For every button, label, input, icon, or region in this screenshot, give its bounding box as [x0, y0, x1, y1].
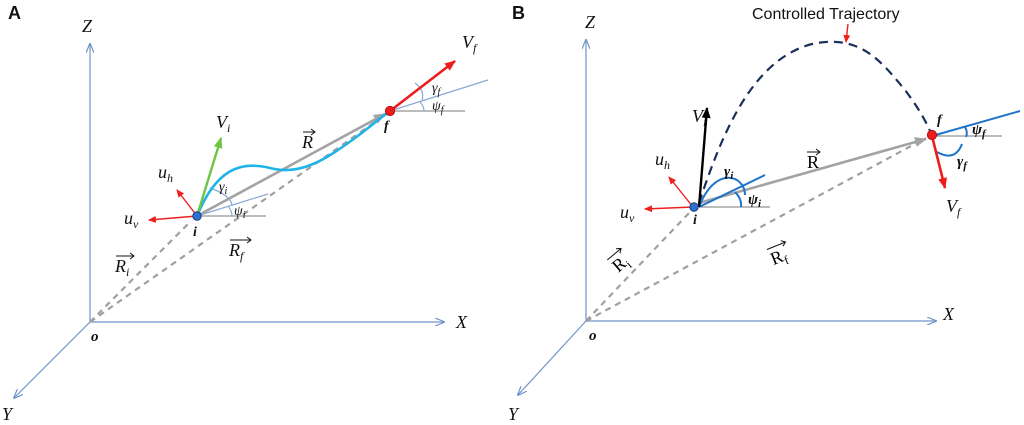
- gamma-f-arc: [936, 143, 963, 157]
- rf-label-group: Rf: [766, 240, 791, 271]
- origin-label: o: [91, 329, 99, 345]
- point-i: [192, 211, 202, 221]
- trajectory-curve: [195, 109, 391, 217]
- vf-label: Vf: [946, 196, 962, 219]
- ri-vector: [89, 221, 191, 323]
- r-label: R: [301, 132, 313, 152]
- gamma-i-arc: [209, 187, 233, 206]
- vi-label: Vi: [216, 112, 230, 135]
- gamma-i-arc: [698, 176, 746, 208]
- r-label: R: [807, 152, 819, 172]
- ri-label-group: Ri: [606, 247, 635, 278]
- gamma-i-label: γi: [219, 180, 228, 197]
- psi-i-label: ψi: [234, 204, 246, 221]
- r-arrow-icon: [807, 148, 821, 156]
- gamma-f-reference: [389, 79, 489, 112]
- controlled-trajectory: [697, 40, 934, 204]
- rf-label: Rf: [767, 244, 790, 271]
- point-i-label: i: [693, 213, 697, 228]
- vf-label: Vf: [462, 32, 478, 55]
- gamma-i-label: γi: [724, 164, 734, 182]
- x-axis-label: X: [942, 304, 955, 324]
- controlled-trajectory-label: Controlled Trajectory: [752, 6, 900, 23]
- rf-arrow-icon: [230, 236, 252, 244]
- y-axis-label: Y: [2, 404, 14, 424]
- y-axis-label: Y: [508, 404, 520, 424]
- origin-label: o: [589, 328, 597, 344]
- x-axis-label: X: [455, 312, 468, 332]
- uh-label: uh: [158, 162, 173, 185]
- ri-vector: [585, 211, 691, 322]
- uv-label: uv: [620, 202, 635, 225]
- rf-vector: [585, 137, 927, 322]
- f-heading-line: [931, 110, 1021, 137]
- z-axis-label: Z: [585, 12, 596, 32]
- panel-b-label: B: [512, 3, 525, 23]
- ri-label: Ri: [608, 250, 635, 278]
- ri-arrow-icon: [606, 247, 622, 261]
- point-f: [384, 105, 396, 117]
- vf-vector: [930, 135, 947, 189]
- vi-label: Vi: [692, 106, 706, 129]
- rf-arrow-icon: [766, 240, 787, 250]
- rf-label: Rf: [228, 240, 245, 263]
- panel-a: A Z X Y o i: [2, 3, 489, 424]
- psi-f-label: ψf: [432, 99, 445, 116]
- point-i: [689, 202, 699, 212]
- vi-vector: [195, 137, 223, 217]
- point-f-label: f: [937, 113, 943, 128]
- ri-arrow-icon: [116, 252, 135, 260]
- r-vector: [698, 137, 927, 205]
- gamma-i-reference: [196, 193, 269, 217]
- gamma-f-label: γf: [432, 81, 442, 98]
- uh-vector: [176, 189, 198, 217]
- r-arrow-icon: [303, 128, 316, 136]
- uv-vector: [148, 215, 198, 223]
- vi-vector: [697, 107, 711, 208]
- point-f: [926, 129, 938, 141]
- psi-i-label: ψi: [748, 192, 762, 210]
- ri-label: Ri: [114, 256, 129, 279]
- psi-f-arc: [419, 101, 425, 112]
- rf-vector: [89, 116, 383, 323]
- y-axis: [14, 321, 91, 398]
- psi-i-arc: [227, 205, 233, 217]
- uv-label: uv: [124, 208, 139, 231]
- psi-f-label: ψf: [972, 122, 987, 140]
- gamma-f-arc: [414, 82, 424, 102]
- point-f-label: f: [384, 119, 390, 134]
- gamma-f-label: γf: [957, 154, 968, 172]
- uh-label: uh: [655, 149, 670, 172]
- uh-vector: [668, 176, 694, 208]
- z-axis-label: Z: [82, 16, 93, 36]
- uv-vector: [644, 205, 694, 213]
- panel-b: B Z X Y o Controlled Trajectory: [508, 3, 1021, 424]
- gamma-i-reference: [698, 174, 766, 208]
- point-i-label: i: [193, 225, 197, 240]
- psi-f-arc: [964, 126, 968, 138]
- y-axis: [518, 320, 587, 395]
- vf-vector: [389, 59, 456, 113]
- psi-i-arc: [734, 191, 743, 208]
- annotation-arrow: [843, 23, 851, 43]
- panel-a-label: A: [8, 3, 21, 23]
